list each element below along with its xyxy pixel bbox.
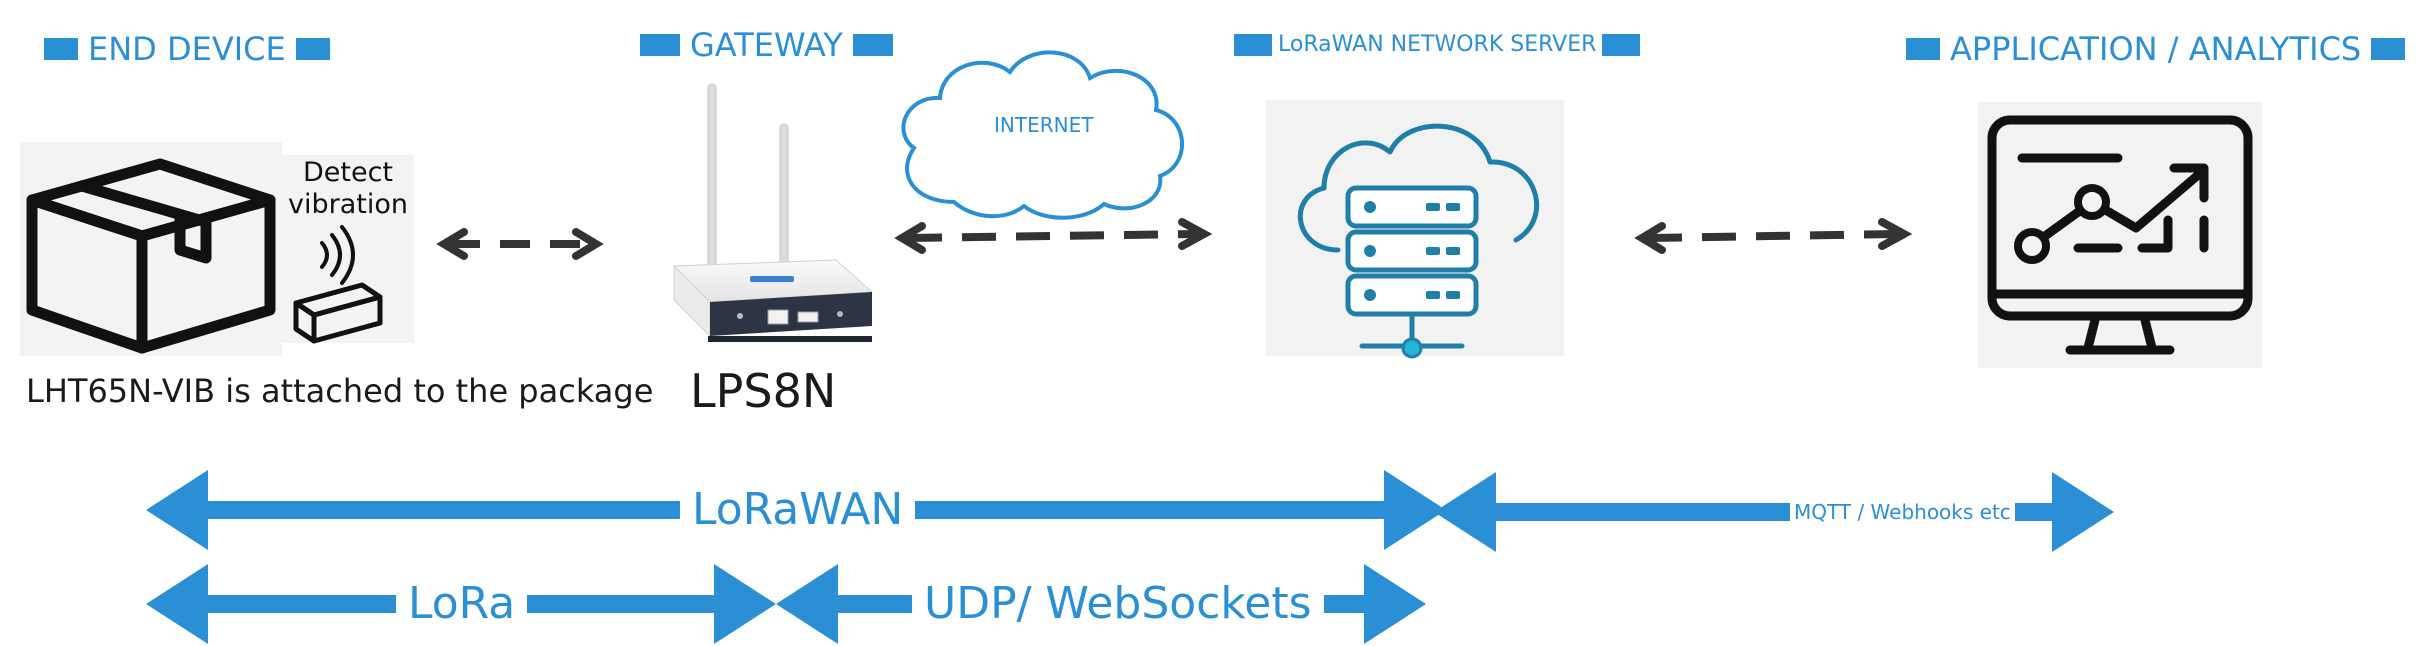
header-application-label: APPLICATION / ANALYTICS: [1950, 30, 2362, 68]
header-end-device: END DEVICE: [44, 30, 330, 68]
internet-label: INTERNET: [994, 113, 1094, 137]
header-bar-right: [1602, 33, 1641, 56]
header-bar-left: [640, 34, 680, 56]
analytics-monitor-icon: [1987, 115, 2253, 355]
header-gateway-label: GATEWAY: [690, 26, 843, 64]
header-bar-right: [295, 38, 330, 60]
flow-label-mqtt: MQTT / Webhooks etc: [1790, 502, 2015, 522]
package-box-icon: [26, 158, 276, 354]
internet-cloud-icon: [901, 50, 1185, 220]
header-bar-right: [2371, 38, 2406, 60]
package-image: [20, 142, 282, 356]
analytics-image: [1978, 102, 2262, 368]
dashed-arrow-server-app: [1634, 218, 1913, 254]
header-end-device-label: END DEVICE: [88, 30, 286, 68]
detect-line-2: vibration: [288, 189, 408, 220]
detect-line-1: Detect: [302, 157, 394, 188]
gateway-caption: LPS8N: [690, 364, 837, 418]
flow-label-lora: LoRa: [396, 582, 528, 626]
header-bar-left: [1234, 33, 1272, 56]
header-bar-left: [44, 38, 78, 60]
header-bar-left: [1906, 38, 1940, 60]
flow-label-lorawan: LoRaWAN: [680, 488, 916, 532]
cloud-server-icon: [1297, 123, 1540, 359]
flow-label-udp: UDP/ WebSockets: [912, 582, 1324, 626]
end-device-caption: LHT65N-VIB is attached to the package: [26, 372, 654, 410]
header-bar-right: [852, 34, 893, 56]
dashed-arrow-device-gateway: [436, 228, 604, 260]
header-network-server-label: LoRaWAN NETWORK SERVER: [1278, 32, 1597, 57]
header-network-server: LoRaWAN NETWORK SERVER: [1234, 32, 1641, 57]
dashed-arrow-gateway-server: [894, 218, 1213, 254]
network-server-image: [1266, 100, 1564, 359]
vibration-wave-icon: [293, 225, 383, 344]
header-gateway: GATEWAY: [640, 26, 893, 64]
gateway-router-image: [672, 83, 874, 342]
vibration-panel: Detect vibration: [282, 155, 414, 344]
header-application: APPLICATION / ANALYTICS: [1906, 30, 2406, 68]
